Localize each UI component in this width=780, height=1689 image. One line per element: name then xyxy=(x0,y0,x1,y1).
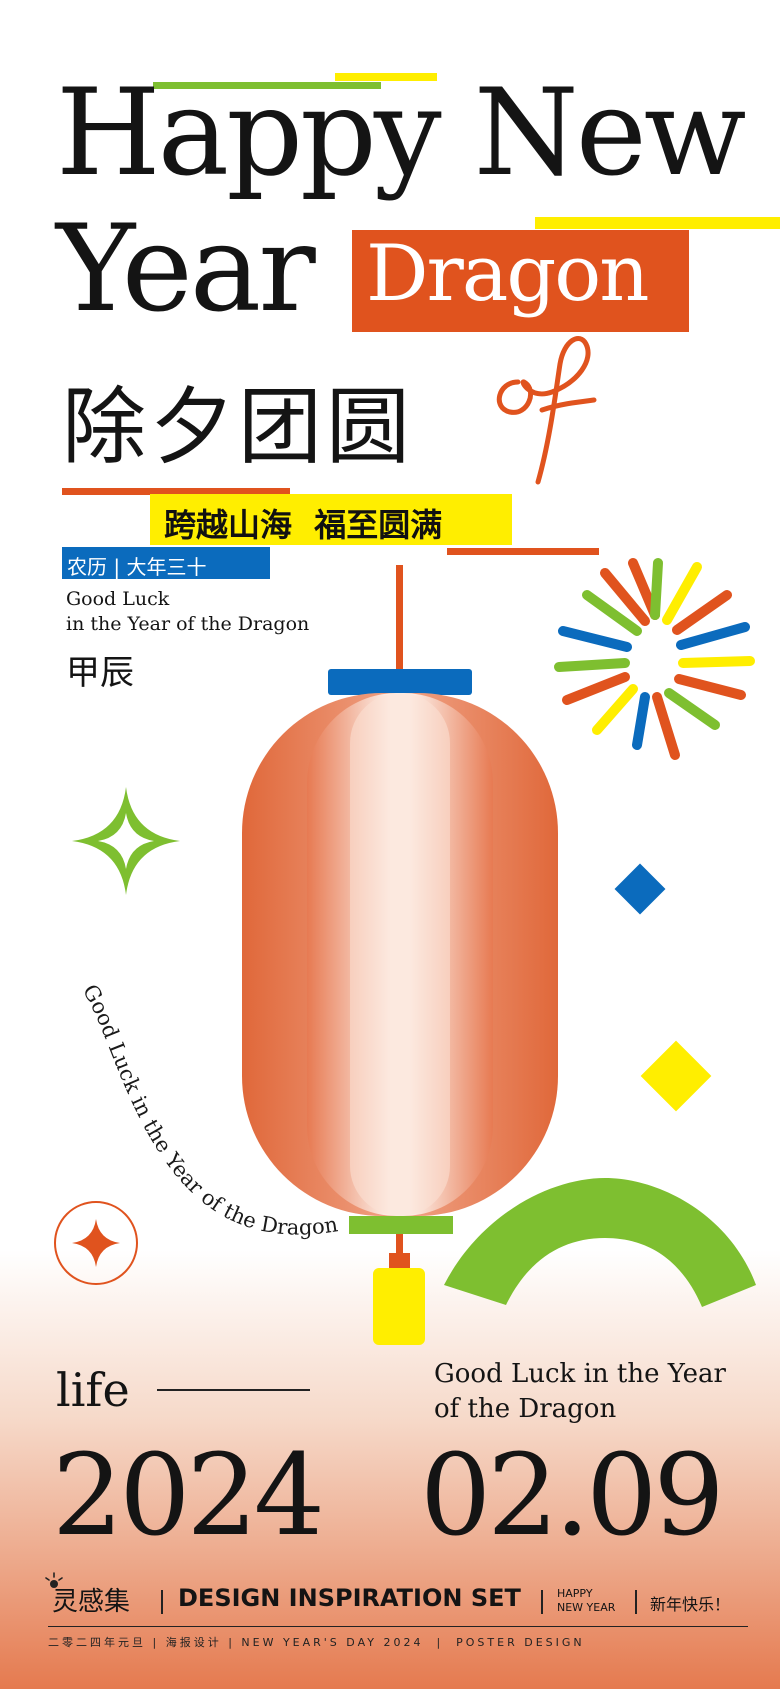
yellow-banner xyxy=(150,494,512,545)
green-arc-icon xyxy=(444,1178,756,1307)
good-luck-line-2: in the Year of the Dragon xyxy=(66,613,310,635)
curved-text: Good Luck in the Year of the Dragon xyxy=(78,980,339,1239)
good-luck-line-1: Good Luck xyxy=(66,588,170,610)
year-number: 2024 xyxy=(52,1431,325,1561)
slogan-line-2: of the Dragon xyxy=(434,1394,617,1424)
slogan-line-1: Good Luck in the Year xyxy=(434,1359,726,1389)
orange-star-badge-icon xyxy=(54,1201,138,1285)
chinese-title: 除夕团圆 xyxy=(62,378,415,476)
date-number: 02.09 xyxy=(420,1431,725,1561)
life-underline xyxy=(157,1389,310,1391)
headline-line-1: Happy New xyxy=(56,64,746,203)
lunar-tag-box xyxy=(62,547,270,579)
footer-divider-2 xyxy=(541,1590,543,1614)
footer-happy-line-1: HAPPY xyxy=(557,1587,593,1600)
orange-line-left xyxy=(62,488,290,495)
footer-divider-1 xyxy=(161,1590,163,1614)
banner-text: 跨越山海 福至圆满 xyxy=(164,506,443,544)
script-of-icon xyxy=(496,336,597,485)
firework-icon xyxy=(554,558,755,760)
brand-name: 灵感集 xyxy=(52,1587,131,1617)
blue-diamond-icon xyxy=(614,863,666,915)
yellow-diamond-icon xyxy=(640,1040,712,1112)
lunar-tag-text: 农历 | 大年三十 xyxy=(67,555,207,579)
green-four-point-star-icon xyxy=(72,787,180,895)
footer-greeting: 新年快乐！ xyxy=(650,1595,731,1614)
lantern-icon xyxy=(242,565,558,1345)
life-word: life xyxy=(56,1363,130,1417)
footer-divider-3 xyxy=(635,1590,637,1614)
green-accent-bar-top xyxy=(153,82,381,89)
dragon-word: Dragon xyxy=(366,229,649,319)
headline-line-2: Year xyxy=(56,200,316,339)
orange-line-right xyxy=(447,548,599,555)
yellow-accent-bar-top xyxy=(335,73,437,81)
brand-sun-icon xyxy=(45,1572,63,1588)
footer-rule xyxy=(48,1626,748,1627)
yellow-accent-bar-right xyxy=(535,217,780,229)
footer-happy-line-2: NEW YEAR xyxy=(557,1601,616,1614)
footer-tagline: DESIGN INSPIRATION SET xyxy=(178,1584,521,1612)
dragon-box xyxy=(352,230,689,332)
footer-bottom-strip: 二零二四年元旦 | 海报设计 | NEW YEAR'S DAY 2024 | P… xyxy=(48,1636,585,1649)
jia-chen: 甲辰 xyxy=(66,653,134,693)
